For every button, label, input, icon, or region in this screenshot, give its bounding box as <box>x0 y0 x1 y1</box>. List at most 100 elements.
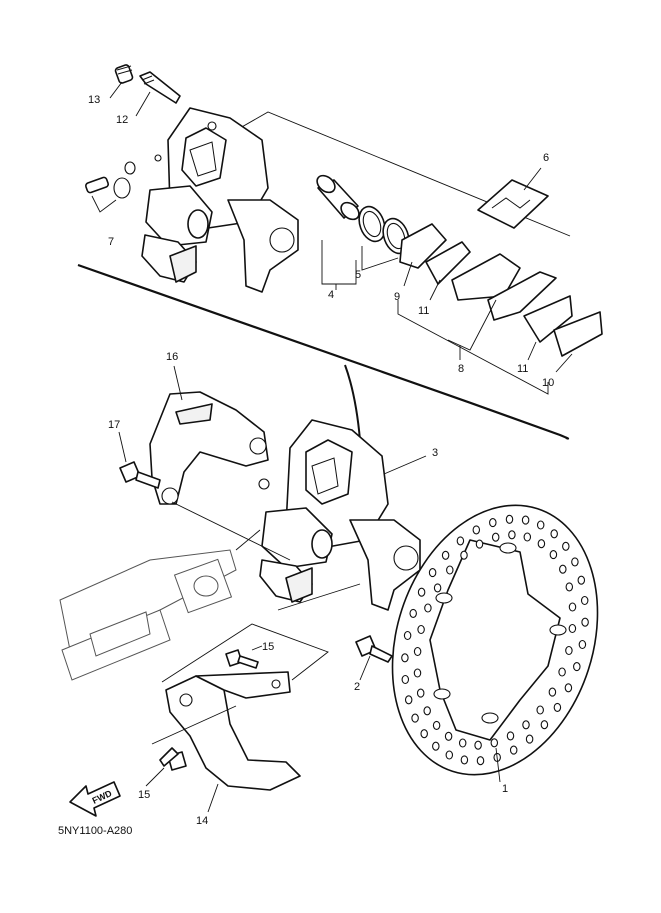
callout-15-upper: 15 <box>262 641 274 653</box>
disc-vent-hole <box>568 623 577 634</box>
part-7-bleed-screw <box>84 161 136 199</box>
swingarm-outline <box>59 549 237 681</box>
callout-8: 8 <box>458 363 464 375</box>
brake-pads-set <box>399 223 603 357</box>
part-11-pad-a <box>425 241 471 285</box>
disc-vent-hole <box>565 645 573 656</box>
callout-16: 16 <box>166 351 178 363</box>
disc-vent-hole <box>549 550 558 560</box>
disc-vent-hole <box>432 720 441 730</box>
disc-vent-hole <box>521 515 530 525</box>
disc-vent-hole <box>558 667 566 677</box>
disc-vent-hole <box>458 738 467 748</box>
disc-vent-hole <box>472 525 481 535</box>
disc-vent-hole <box>509 745 518 755</box>
disc-vent-hole <box>460 755 469 765</box>
part-15-bolts <box>159 649 259 771</box>
disc-vent-hole <box>548 687 557 697</box>
disc-vent-hole <box>476 756 485 766</box>
part-3-caliper-assembly <box>258 419 421 611</box>
callout-11-upper: 11 <box>418 305 429 317</box>
callout-1: 1 <box>502 783 508 795</box>
part-2-disc-bolt <box>355 635 393 663</box>
disc-vent-hole <box>423 706 431 716</box>
disc-vent-hole <box>571 557 579 567</box>
part-6-pad-spring <box>477 179 549 229</box>
part-9-pad-shim <box>399 223 447 269</box>
callout-13: 13 <box>88 94 100 106</box>
disc-vent-hole <box>491 532 500 542</box>
disc-vent-hole <box>536 520 545 530</box>
drawing-code: 5NY1100-A280 <box>58 825 132 837</box>
disc-vent-hole <box>550 529 558 539</box>
callout-5: 5 <box>355 269 361 281</box>
disc-vent-hole <box>522 720 530 730</box>
disc-vent-hole <box>581 617 589 627</box>
forward-arrow-icon: FWD <box>69 781 121 817</box>
disc-vent-hole <box>475 539 484 549</box>
disc-vent-hole <box>580 595 589 606</box>
disc-vent-hole <box>564 683 573 693</box>
disc-vent-hole <box>424 603 432 613</box>
disc-vent-hole <box>428 568 437 578</box>
disc-vent-hole <box>432 741 440 751</box>
disc-mounting-holes <box>433 542 567 724</box>
part-5-piston-seals <box>358 205 410 255</box>
disc-vent-hole <box>525 734 534 744</box>
callout-14: 14 <box>196 815 208 827</box>
disc-vent-hole <box>565 582 574 592</box>
callout-12: 12 <box>116 114 128 126</box>
disc-vent-hole <box>537 539 546 549</box>
disc-vent-hole <box>578 639 587 650</box>
disc-vent-hole <box>474 740 482 750</box>
disc-vent-hole <box>559 564 567 574</box>
upper-caliper-assembly <box>141 107 299 293</box>
disc-vent-hole <box>506 731 515 741</box>
disc-vent-hole <box>417 624 425 635</box>
disc-vent-hole <box>403 630 412 641</box>
disc-vent-hole <box>416 688 425 698</box>
part-11-pad-b <box>523 295 573 343</box>
callout-4: 4 <box>328 289 334 301</box>
disc-vent-hole <box>404 695 413 705</box>
disc-vent-hole <box>460 550 468 560</box>
disc-vent-hole <box>508 530 516 540</box>
disc-vent-hole <box>401 674 410 685</box>
disc-vent-hole <box>411 713 419 723</box>
part-17-bolt <box>119 461 161 489</box>
callout-17: 17 <box>108 419 120 431</box>
callout-7: 7 <box>108 236 114 248</box>
disc-vent-hole <box>417 587 426 597</box>
part-1-brake-disc <box>391 504 599 776</box>
disc-vent-holes <box>401 514 589 766</box>
callout-11-lower: 11 <box>517 363 528 375</box>
part-8-pad-kit <box>451 253 521 301</box>
disc-vent-hole <box>577 575 586 585</box>
callout-3: 3 <box>432 447 438 459</box>
callout-6: 6 <box>543 152 549 164</box>
disc-vent-hole <box>456 536 465 546</box>
part-4-piston <box>316 174 360 221</box>
callout-15-lower: 15 <box>138 789 150 801</box>
disc-vent-hole <box>505 514 514 524</box>
disc-vent-hole <box>409 608 417 618</box>
part-13-bleed-cap <box>114 64 134 84</box>
disc-vent-hole <box>401 653 409 663</box>
disc-vent-hole <box>540 720 549 730</box>
disc-vent-hole <box>446 565 454 575</box>
disc-vent-hole <box>553 702 562 712</box>
leader-lines <box>91 81 573 813</box>
disc-vent-hole <box>445 750 454 760</box>
disc-vent-hole <box>573 662 581 672</box>
part-16-caliper-bracket <box>149 391 269 505</box>
disc-vent-hole <box>523 532 532 542</box>
callout-2: 2 <box>354 681 360 693</box>
disc-vent-hole <box>444 731 453 741</box>
disc-vent-hole <box>441 550 450 560</box>
part-14-disc-guard <box>165 671 301 791</box>
disc-vent-hole <box>413 646 422 657</box>
disc-vent-hole <box>433 583 442 593</box>
callout-10: 10 <box>542 377 554 389</box>
disc-vent-hole <box>490 738 499 748</box>
